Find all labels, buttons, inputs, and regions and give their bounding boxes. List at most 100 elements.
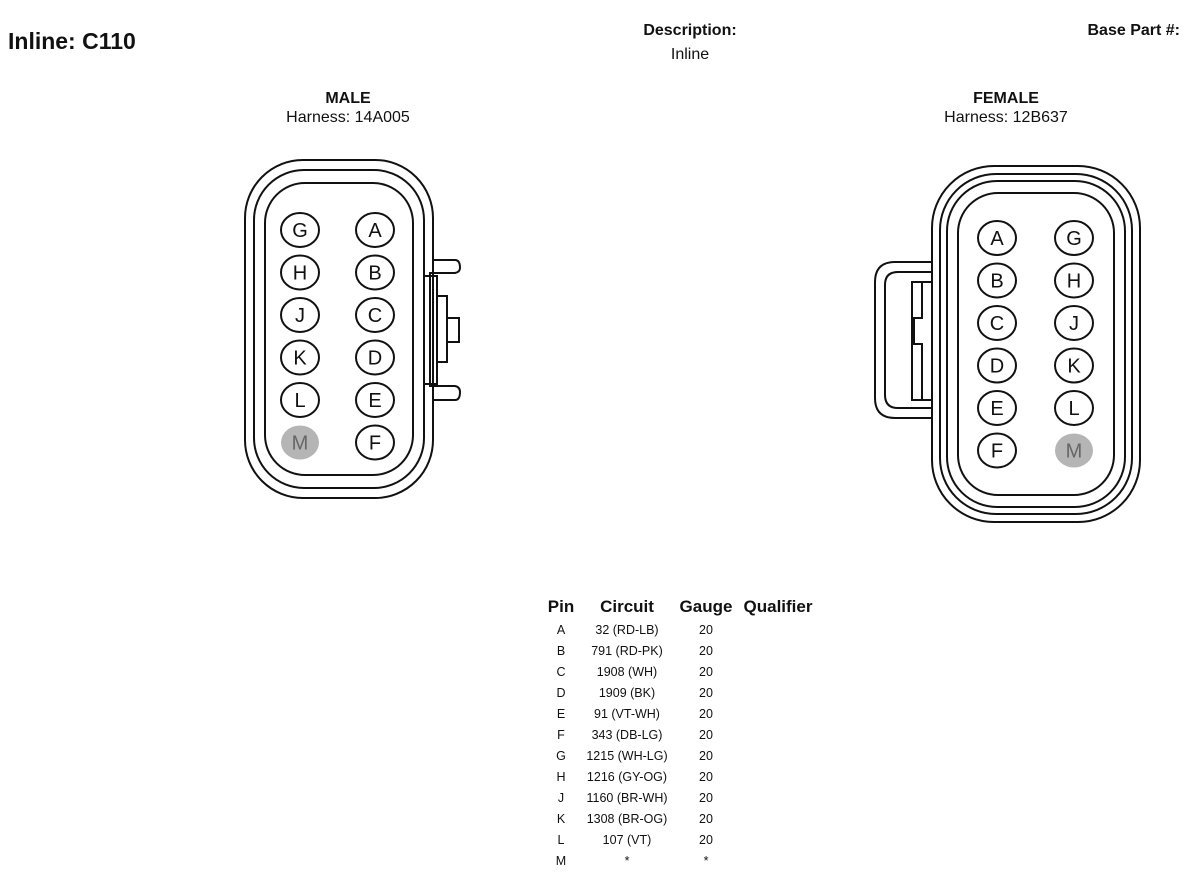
female-pin-label: L xyxy=(1068,398,1079,420)
gauge-cell: * xyxy=(704,854,709,868)
pin-cell: G xyxy=(556,749,566,763)
male-pin-label: H xyxy=(293,263,307,285)
male-pin-e: E xyxy=(355,382,395,418)
table-header-circuit: Circuit xyxy=(600,597,654,616)
circuit-cell: 1908 (WH) xyxy=(597,665,657,679)
male-housing-middle xyxy=(253,169,425,489)
female-pin-label: D xyxy=(990,356,1004,378)
gauge-cell: 20 xyxy=(699,686,713,700)
male-pin-circle xyxy=(355,424,395,461)
male-pin-g: G xyxy=(280,212,320,248)
female-pin-label: K xyxy=(1067,356,1081,378)
female-pin-circle xyxy=(1054,347,1094,384)
male-latch-outer xyxy=(429,259,462,401)
pin-cell: D xyxy=(556,686,565,700)
female-pin-circle xyxy=(1055,433,1093,468)
gauge-cell: 20 xyxy=(699,728,713,742)
gauge-cell: 20 xyxy=(699,791,713,805)
male-pin-c: C xyxy=(355,297,395,333)
gauge-cell: 20 xyxy=(699,623,713,637)
male-pin-circle xyxy=(281,425,319,460)
connector-title: Inline: C110 xyxy=(8,28,136,54)
circuit-cell: 91 (VT-WH) xyxy=(594,707,660,721)
male-pin-label: B xyxy=(368,263,381,285)
male-pin-label: G xyxy=(292,220,308,242)
female-pin-label: B xyxy=(990,271,1003,293)
gauge-cell: 20 xyxy=(699,644,713,658)
pin-cell: L xyxy=(558,833,565,847)
table-header-pin: Pin xyxy=(548,597,574,616)
female-pin-circle xyxy=(977,390,1017,426)
female-pin-label: M xyxy=(1066,441,1083,463)
female-housing-outer xyxy=(931,165,1141,523)
female-pin-c: C xyxy=(977,305,1017,341)
male-pin-circle xyxy=(280,212,320,248)
female-pin-circle xyxy=(1054,220,1094,256)
female-pin-d: D xyxy=(977,347,1017,384)
male-pin-h: H xyxy=(280,254,320,291)
female-harness-label: Harness: 12B637 xyxy=(944,109,1068,126)
gauge-cell: 20 xyxy=(699,770,713,784)
male-pin-label: L xyxy=(294,390,305,412)
circuit-cell: 343 (DB-LG) xyxy=(592,728,663,742)
female-view-title: FEMALE xyxy=(973,90,1039,107)
pin-cell: A xyxy=(557,623,566,637)
female-pin-j: J xyxy=(1054,305,1094,341)
male-pin-b: B xyxy=(355,254,395,291)
gauge-cell: 20 xyxy=(699,665,713,679)
male-latch-inner xyxy=(425,275,438,385)
male-pin-m: M xyxy=(281,425,319,460)
description-label: Description: xyxy=(643,22,737,39)
female-pin-g: G xyxy=(1054,220,1094,256)
male-pin-label: M xyxy=(292,433,309,455)
female-pin-m: M xyxy=(1055,433,1093,468)
male-pin-label: C xyxy=(368,305,382,327)
male-pin-circle xyxy=(355,297,395,333)
female-pin-label: C xyxy=(990,313,1004,335)
male-housing-inner xyxy=(264,182,414,476)
description-value: Inline xyxy=(670,46,710,63)
male-pin-circle xyxy=(355,339,395,376)
male-pin-label: E xyxy=(368,390,381,412)
female-housing-ring-3 xyxy=(946,180,1126,508)
male-pin-circle xyxy=(280,339,320,376)
circuit-cell: 1216 (GY-OG) xyxy=(587,770,667,784)
gauge-cell: 20 xyxy=(699,749,713,763)
base-part-label: Base Part #: xyxy=(1087,22,1181,39)
table-row: M * * xyxy=(556,854,709,868)
female-pin-b: B xyxy=(977,262,1017,299)
female-pin-label: J xyxy=(1069,313,1079,335)
male-latch-rail xyxy=(437,295,448,363)
male-pin-circle xyxy=(355,254,395,291)
female-pin-label: H xyxy=(1067,271,1081,293)
circuit-cell: * xyxy=(625,854,630,868)
female-housing-inner xyxy=(957,192,1115,496)
table-header-gauge: Gauge xyxy=(680,597,733,616)
male-latch-tab xyxy=(446,317,460,343)
female-pin-label: E xyxy=(990,398,1003,420)
male-pin-label: K xyxy=(293,348,307,370)
pin-cell: M xyxy=(556,854,566,868)
female-pin-circle xyxy=(1054,390,1094,426)
male-connector xyxy=(244,159,462,499)
male-pin-l: L xyxy=(280,382,320,418)
circuit-cell: 791 (RD-PK) xyxy=(591,644,663,658)
male-pin-label: D xyxy=(368,348,382,370)
female-pin-l: L xyxy=(1054,390,1094,426)
female-pin-circle xyxy=(977,347,1017,384)
male-pin-j: J xyxy=(280,297,320,333)
pin-cell: F xyxy=(557,728,565,742)
pin-cell: E xyxy=(557,707,565,721)
male-pin-circle xyxy=(355,382,395,418)
